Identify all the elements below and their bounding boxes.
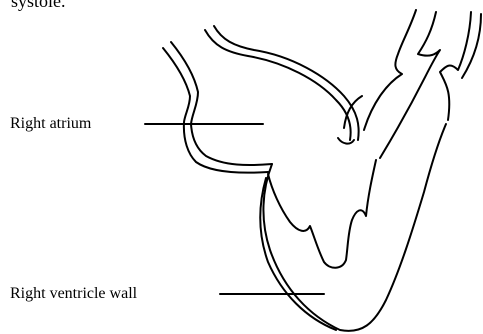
septum-line-2 xyxy=(338,138,354,144)
vessel-inner xyxy=(214,26,359,140)
ventricle-outer-wall xyxy=(263,124,446,331)
right-atrium-label: Right atrium xyxy=(10,115,91,133)
right-branch-4 xyxy=(462,14,481,78)
atrium-outer-wall xyxy=(163,48,268,173)
ventricle-inner-cavity xyxy=(268,160,376,268)
right-ventricle-wall-label: Right ventricle wall xyxy=(10,285,137,303)
right-branch-3 xyxy=(440,12,471,120)
right-branch-1 xyxy=(364,10,416,130)
